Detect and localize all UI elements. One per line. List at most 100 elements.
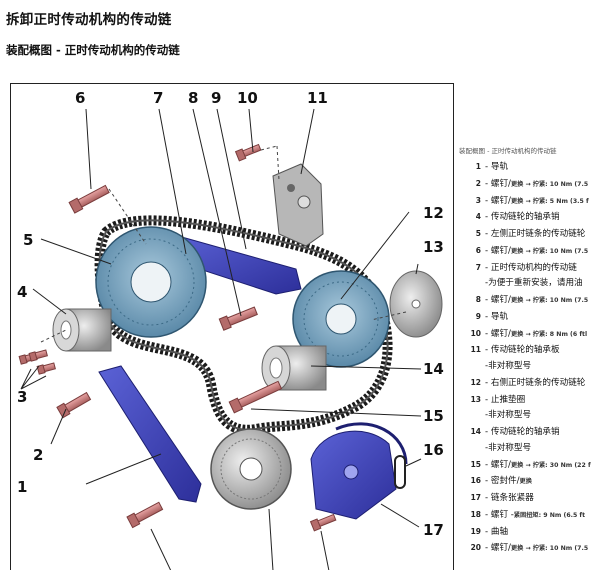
legend-item-number: 7 (475, 262, 481, 272)
legend-item-number: 13 (470, 394, 481, 404)
legend-item-number: 12 (470, 377, 481, 387)
leader-lines (20, 108, 422, 570)
legend-item: 8- 螺钉/更换 → 拧紧: 10 Nm (7.5 (459, 292, 601, 309)
legend-item: 20- 螺钉/更换 → 拧紧: 10 Nm (7.5 (459, 540, 601, 557)
legend-item: - 非对称型号 (459, 359, 601, 375)
legend-item-note: 更换 → 拧紧: 30 Nm (22 f (510, 461, 591, 469)
callout-11: 11 (307, 89, 328, 107)
legend-item: 5- 左侧正时链条的传动链轮 (459, 226, 601, 243)
exploded-view-figure: 6 7 8 9 10 11 5 12 13 4 3 14 15 2 16 1 1… (10, 83, 454, 570)
legend-dash: - (485, 493, 491, 503)
legend-item-note: 更换 → 拧紧: 8 Nm (6 ftl (510, 330, 588, 338)
legend-item-text: 右侧正时链条的传动链轮 (490, 377, 586, 388)
legend-item-number: 1 (475, 162, 481, 171)
bearing-plate (272, 163, 324, 247)
legend-item-number: 3 (475, 195, 481, 205)
legend-item-number: 6 (475, 245, 481, 255)
legend-dash: - (485, 459, 491, 470)
legend-item-number: 4 (475, 212, 481, 222)
legend-item: 3- 螺钉/更换 → 拧紧: 5 Nm (3.5 f (459, 193, 601, 210)
legend-item: - 非对称型号 (459, 408, 601, 424)
legend-item-text: 螺钉/ (490, 178, 511, 189)
legend-sub-dash: - (485, 278, 489, 289)
legend-item-text: 导轨 (490, 162, 509, 172)
legend-item-number: 18 (470, 509, 481, 519)
legend-item-text: 非对称型号 (488, 410, 532, 421)
legend-item: 15- 螺钉/更换 → 拧紧: 30 Nm (22 f (459, 457, 601, 474)
callout-6: 6 (75, 89, 85, 107)
legend-dash: - (485, 195, 491, 206)
legend-item-number: 14 (470, 427, 481, 436)
legend-sub-dash: - (485, 410, 489, 421)
callout-10: 10 (237, 89, 258, 107)
legend-item-number: 8 (475, 295, 481, 304)
legend-item-number: 9 (475, 311, 481, 321)
legend-item-number: 5 (475, 229, 481, 238)
legend-sub-dash: - (485, 442, 489, 453)
legend-item-text: 螺钉/ (490, 195, 511, 206)
legend-dash: - (485, 526, 491, 537)
legend-item: 18- 螺钉 -紧固扭矩: 9 Nm (6.5 ft (459, 507, 601, 524)
legend-item: 7- 正时传动机构的传动链 (459, 260, 601, 277)
seal (394, 455, 406, 489)
legend-item: 12- 右侧正时链条的传动链轮 (459, 375, 601, 392)
legend-item: - 非对称型号 (459, 441, 601, 457)
legend-dash: - (485, 245, 491, 256)
lower-guide-rail (98, 365, 202, 503)
legend-item-note: 更换 (519, 478, 532, 486)
legend-item-number: 2 (475, 178, 481, 188)
legend-dash: - (485, 345, 491, 356)
callout-14: 14 (423, 360, 444, 378)
legend-dash: - (485, 328, 491, 339)
legend-dash: - (485, 178, 491, 189)
legend-item-text: 止推垫圈 (490, 394, 526, 405)
legend-item-number: 15 (470, 459, 481, 469)
callout-17: 17 (423, 521, 444, 539)
bolts (18, 143, 337, 532)
callout-13: 13 (423, 238, 444, 256)
callout-15: 15 (423, 407, 444, 425)
legend-item: 6- 螺钉/更换 → 拧紧: 10 Nm (7.5 (459, 243, 601, 260)
legend-item-number: 11 (470, 345, 481, 355)
legend-dash: - (485, 427, 491, 437)
legend-item-text: 曲轴 (490, 526, 509, 537)
legend-item-number: 16 (470, 476, 481, 486)
left-sprocket (95, 226, 207, 338)
legend-dash: - (485, 212, 491, 223)
legend-item-text: 传动链轮的轴承板 (490, 345, 560, 356)
legend-item: 9- 导轨 (459, 309, 601, 326)
legend-item: 13- 止推垫圈 (459, 392, 601, 409)
legend-item-note: 更换 → 拧紧: 10 Nm (7.5 (510, 247, 589, 255)
legend-item-text: 螺钉 - (490, 509, 514, 520)
callout-7: 7 (153, 89, 163, 107)
legend-dash: - (485, 509, 491, 520)
callout-2: 2 (33, 446, 43, 464)
legend-item-note: 紧固扭矩: 9 Nm (6.5 ft (513, 511, 586, 519)
legend-item: 2- 螺钉/更换 → 拧紧: 10 Nm (7.5 (459, 176, 601, 193)
legend-item: 17- 链条张紧器 (459, 490, 601, 507)
legend-item: 11- 传动链轮的轴承板 (459, 342, 601, 359)
legend-item-text: 螺钉/ (490, 245, 511, 256)
legend-item-text: 非对称型号 (488, 361, 532, 371)
legend-item-note: 更换 → 拧紧: 10 Nm (7.5 (510, 180, 589, 188)
callout-5: 5 (23, 231, 33, 249)
legend-dash: - (485, 229, 491, 239)
legend-item-text: 传动链轮的轴承销 (490, 427, 560, 437)
page-subtitle: 装配概图 - 正时传动机构的传动链 (6, 43, 180, 57)
legend-sub-dash: - (485, 361, 489, 371)
legend-item-text: 螺钉/ (490, 328, 511, 339)
legend-item-text: 密封件/ (490, 476, 520, 487)
timing-drive-illustration: 6 7 8 9 10 11 5 12 13 4 3 14 15 2 16 1 1… (17, 89, 444, 570)
bearing-pin-left (52, 308, 112, 352)
callout-8: 8 (188, 89, 198, 107)
legend-item: 16- 密封件/更换 (459, 473, 601, 490)
legend-dash: - (485, 543, 491, 554)
legend-item-text: 螺钉/ (490, 543, 511, 554)
page-title: 拆卸正时传动机构的传动链 (6, 12, 172, 28)
legend-item-text: 螺钉/ (490, 459, 511, 470)
legend-item-number: 10 (470, 328, 481, 338)
legend-item-note: 更换 → 拧紧: 5 Nm (3.5 f (510, 197, 589, 205)
legend-item: 4- 传动链轮的轴承销 (459, 209, 601, 226)
legend-item-number: 20 (470, 543, 481, 553)
